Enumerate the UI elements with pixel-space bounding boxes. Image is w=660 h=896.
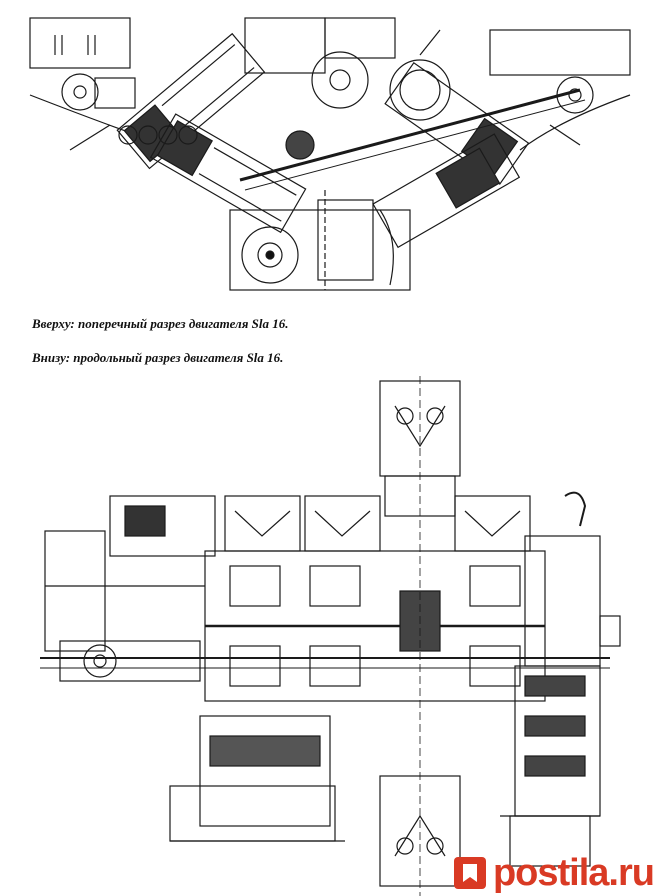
watermark: postila.ru [453,852,655,894]
top-caption: Вверху: поперечный разрез двигателя Sla … [32,316,289,331]
postila-logo-icon [453,857,486,889]
cross-section-drawing [0,0,660,300]
longitudinal-section-drawing [0,376,660,896]
bottom-caption: Внизу: продольный разрез двигателя Sla 1… [32,350,284,365]
watermark-text: postila.ru [492,852,655,894]
